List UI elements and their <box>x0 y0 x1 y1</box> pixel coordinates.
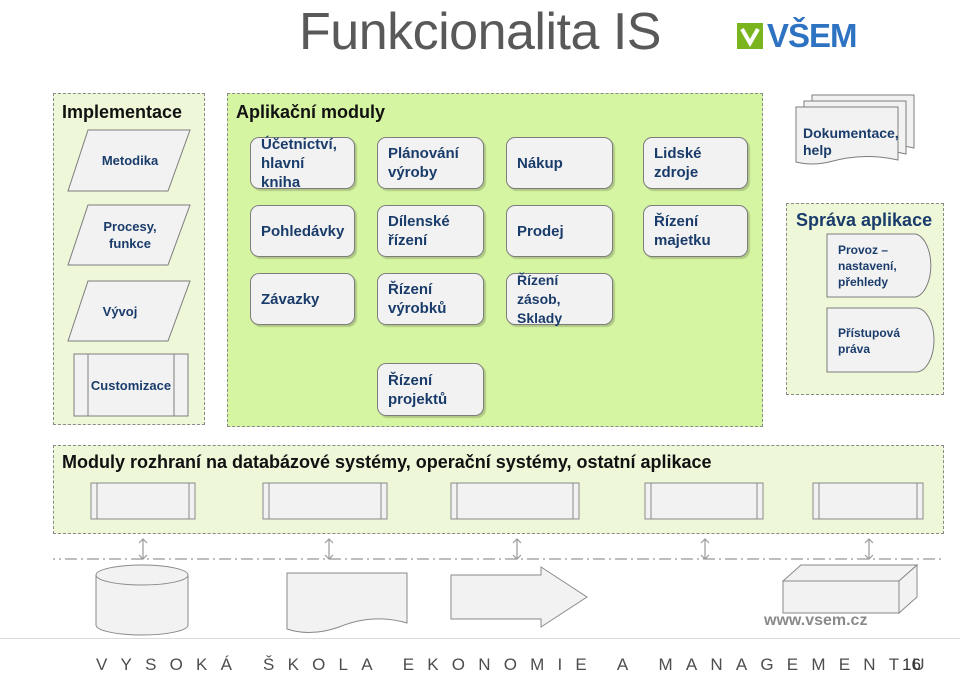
implementace-title: Implementace <box>62 102 183 122</box>
dokumentace-stack-icon <box>795 94 915 165</box>
module-pohledavky: Pohledávky <box>250 205 355 257</box>
provoz-shape <box>826 233 932 298</box>
interface-box-3 <box>450 482 580 520</box>
implementace-item-vyvoj: Vývoj <box>102 303 138 319</box>
module-planovani-vyroby: Plánování výroby <box>377 137 484 189</box>
pristupova-prava-shape <box>826 307 935 373</box>
module-dilenske-rizeni: Dílenské řízení <box>377 205 484 257</box>
sprava-item-provoz: Provoz – nastavení, přehledy <box>838 243 897 289</box>
implementace-item-metodika: Metodika <box>101 152 159 168</box>
implementace-shapes <box>67 129 191 417</box>
footer-divider <box>0 638 960 639</box>
customizace-shape <box>73 353 189 417</box>
vsem-logo: VŠEM <box>737 16 858 56</box>
module-ucetnictvi: Účetnictví, hlavní kniha <box>250 136 355 191</box>
interface-box-2 <box>262 482 388 520</box>
module-prodej: Prodej <box>506 205 613 257</box>
sprava-item-pristupova-prava: Přístupová práva <box>838 326 901 356</box>
document-icon <box>286 572 408 633</box>
vyvoj-shape <box>67 280 191 342</box>
module-rizeni-vyrobku: Řízení výrobků <box>377 273 484 325</box>
aplikacni-moduly-title: Aplikační moduly <box>236 102 386 122</box>
arrow-4-icon <box>700 538 710 560</box>
arrow-5-icon <box>864 538 874 560</box>
footer-school-name: VYSOKÁ ŠKOLA EKONOMIE A MANAGEMENTU <box>96 655 938 674</box>
arrow-3-icon <box>512 538 522 560</box>
module-rizeni-majetku: Řízení majetku <box>643 205 748 257</box>
interface-box-4 <box>644 482 764 520</box>
module-rizeni-projektu: Řízení projektů <box>377 363 484 416</box>
module-zavazky: Závazky <box>250 273 355 325</box>
implementace-item-procesy: Procesy, funkce <box>103 219 157 251</box>
arrow-shape-icon <box>450 566 588 628</box>
vsem-logo-mark-icon <box>737 23 763 49</box>
rozhrani-shapes <box>53 482 944 636</box>
interface-box-1 <box>90 482 196 520</box>
page-number: 16 <box>902 655 921 674</box>
logo-text: VŠEM <box>767 17 858 54</box>
box-3d-icon <box>781 563 919 615</box>
implementace-item-customizace: Customizace <box>90 377 172 393</box>
module-lidske-zdroje: Lidské zdroje <box>643 137 748 189</box>
interface-box-5 <box>812 482 924 520</box>
metodika-shape <box>67 129 191 192</box>
database-icon <box>95 564 189 636</box>
footer-url[interactable]: www.vsem.cz <box>764 612 868 629</box>
arrow-2-icon <box>324 538 334 560</box>
dokumentace-label: Dokumentace, help <box>803 125 899 158</box>
module-nakup: Nákup <box>506 137 613 189</box>
sprava-shapes <box>826 233 935 373</box>
module-rizeni-zasob: Řízení zásob, Sklady <box>506 272 613 326</box>
sprava-aplikace-title: Správa aplikace <box>796 210 933 230</box>
procesy-shape <box>67 204 191 266</box>
arrow-1-icon <box>138 538 148 560</box>
page-title: Funkcionalita IS <box>299 3 661 61</box>
rozhrani-title: Moduly rozhraní na databázové systémy, o… <box>62 452 712 472</box>
